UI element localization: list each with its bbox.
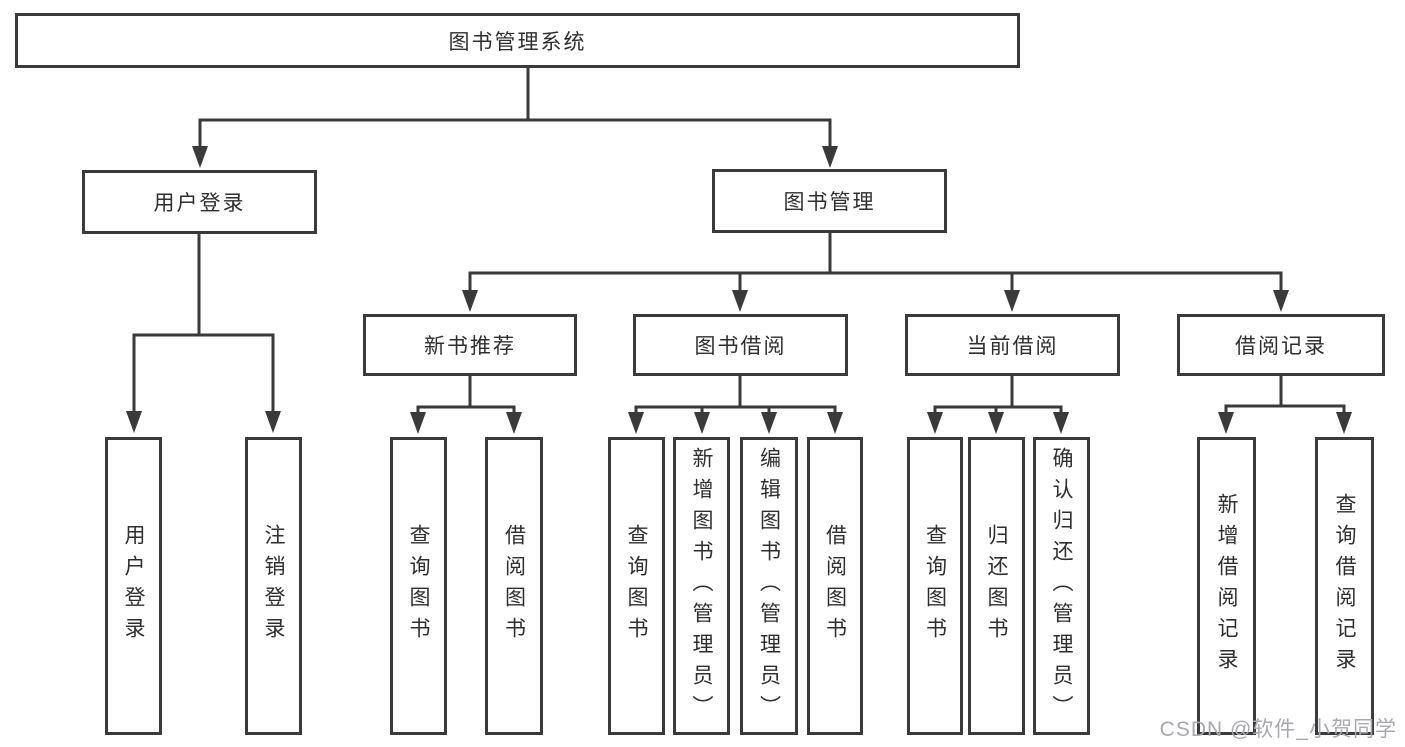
node-book-management-label: 图书管理 — [783, 191, 876, 214]
leaf-add-books-admin: 新增图书（管理员） — [673, 437, 730, 735]
node-borrow-records-label: 借阅记录 — [1235, 335, 1327, 358]
leaf-query-books-recommend: 查询图书 — [390, 437, 447, 735]
leaf-borrow-books-recommend: 借阅图书 — [485, 437, 543, 735]
node-book-borrowing-label: 图书借阅 — [694, 335, 787, 358]
leaf-user-login: 用户登录 — [105, 437, 162, 735]
node-current-borrowing: 当前借阅 — [905, 314, 1120, 376]
leaf-user-login-label: 用户登录 — [122, 524, 145, 648]
leaf-add-books-admin-label: 新增图书（管理员） — [690, 446, 713, 726]
leaf-return-books: 归还图书 — [968, 437, 1025, 735]
node-user-login-branch-label: 用户登录 — [153, 192, 246, 215]
leaf-edit-books-admin-label: 编辑图书（管理员） — [757, 446, 781, 726]
node-user-login-branch: 用户登录 — [82, 170, 317, 234]
leaf-confirm-return-admin: 确认归还（管理员） — [1033, 437, 1090, 735]
node-root-system: 图书管理系统 — [15, 13, 1020, 68]
node-new-book-recommend-label: 新书推荐 — [424, 335, 516, 358]
leaf-query-borrow-record: 查询借阅记录 — [1315, 437, 1374, 735]
node-borrow-records: 借阅记录 — [1177, 314, 1385, 376]
leaf-borrow-books-recommend-label: 借阅图书 — [502, 524, 526, 648]
leaf-query-books-current: 查询图书 — [907, 437, 963, 735]
leaf-add-borrow-record-label: 新增借阅记录 — [1215, 493, 1238, 679]
leaf-confirm-return-admin-label: 确认归还（管理员） — [1050, 446, 1073, 726]
node-new-book-recommend: 新书推荐 — [363, 314, 577, 376]
leaf-edit-books-admin: 编辑图书（管理员） — [740, 437, 798, 735]
leaf-logout: 注销登录 — [245, 437, 302, 735]
leaf-add-borrow-record: 新增借阅记录 — [1197, 437, 1256, 735]
leaf-borrow-books-borrowing-label: 借阅图书 — [823, 524, 847, 648]
leaf-query-books-borrowing-label: 查询图书 — [625, 524, 648, 648]
node-current-borrowing-label: 当前借阅 — [966, 335, 1059, 358]
leaf-return-books-label: 归还图书 — [985, 524, 1008, 648]
node-root-system-label: 图书管理系统 — [448, 30, 587, 54]
leaf-query-books-current-label: 查询图书 — [923, 524, 947, 648]
node-book-borrowing: 图书借阅 — [633, 314, 848, 376]
leaf-query-books-recommend-label: 查询图书 — [407, 524, 430, 648]
leaf-query-borrow-record-label: 查询借阅记录 — [1333, 493, 1356, 679]
leaf-borrow-books-borrowing: 借阅图书 — [807, 437, 863, 735]
leaf-query-books-borrowing: 查询图书 — [608, 437, 665, 735]
leaf-logout-label: 注销登录 — [262, 524, 285, 648]
csdn-watermark: CSDN @软件_小贺同学 — [1159, 718, 1397, 741]
node-book-management: 图书管理 — [712, 169, 947, 233]
